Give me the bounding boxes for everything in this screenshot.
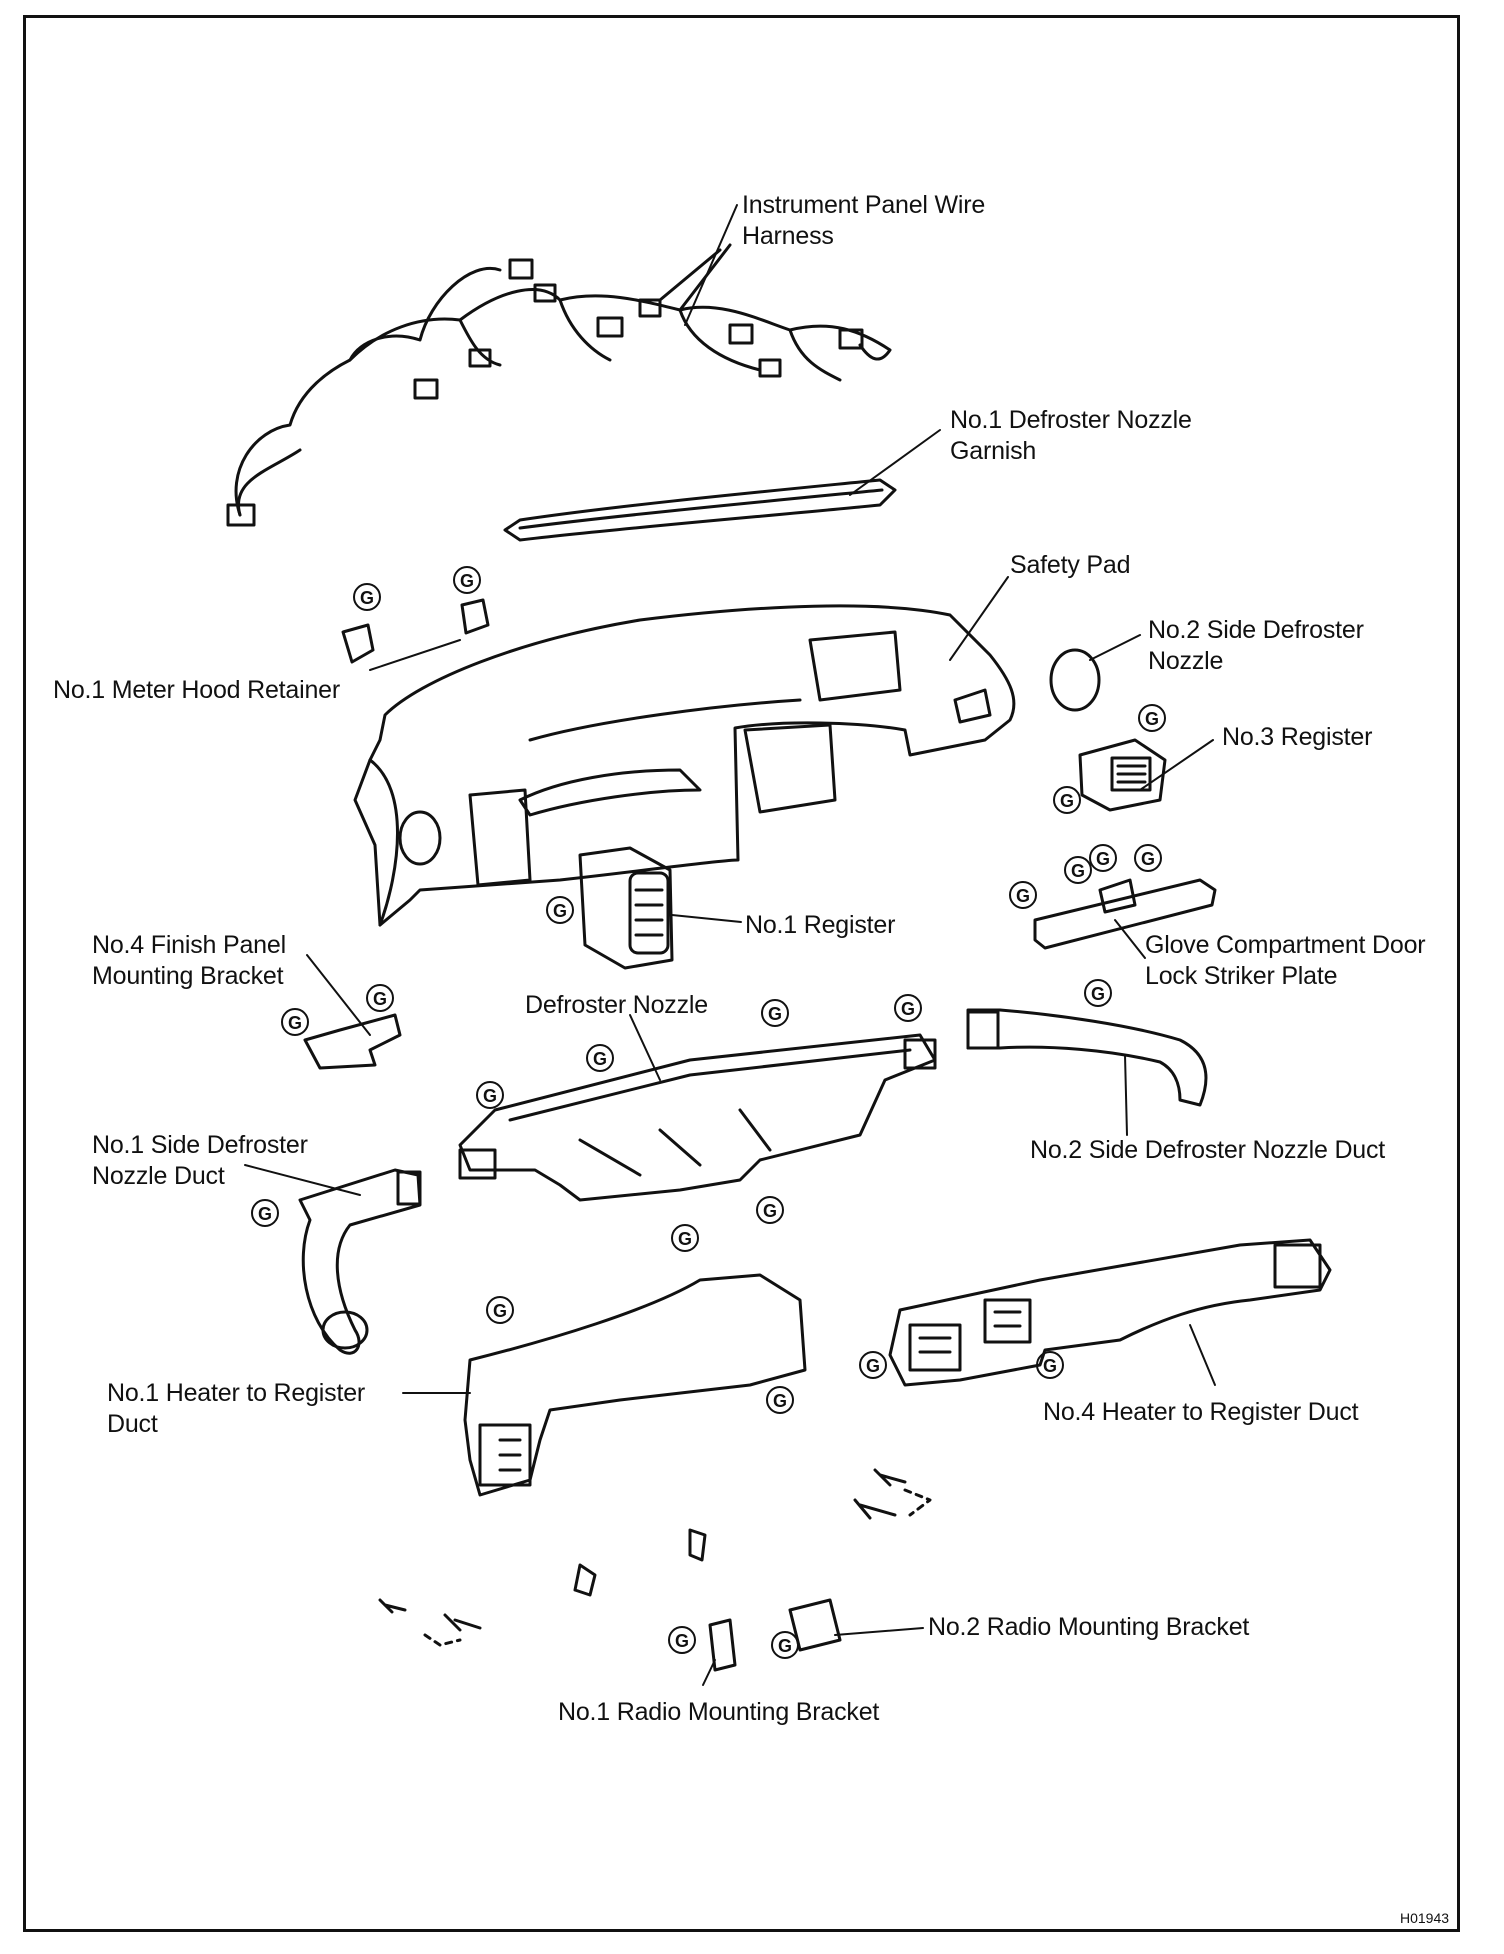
svg-text:G: G bbox=[593, 1049, 607, 1069]
no1-register-part bbox=[578, 846, 674, 970]
clip-g-icon: G bbox=[1084, 979, 1112, 1007]
clip-g-icon: G bbox=[894, 994, 922, 1022]
svg-text:G: G bbox=[493, 1301, 507, 1321]
svg-text:G: G bbox=[553, 901, 567, 921]
label-no3-register: No.3 Register bbox=[1222, 723, 1373, 751]
svg-text:G: G bbox=[1016, 886, 1030, 906]
label-instrument-panel-wire-harness: Instrument Panel Wire Harness bbox=[742, 191, 986, 250]
svg-text:G: G bbox=[901, 999, 915, 1019]
svg-text:G: G bbox=[1141, 849, 1155, 869]
label-no4-heater-duct: No.4 Heater to Register Duct bbox=[1043, 1398, 1359, 1426]
label-no1-heater-duct: No.1 Heater to Register Duct bbox=[107, 1379, 366, 1438]
clip-g-icon: G bbox=[1064, 856, 1092, 884]
meter-hood-retainer-part bbox=[341, 598, 490, 664]
clip-g-icon: G bbox=[1036, 1351, 1064, 1379]
label-no1-radio-bracket: No.1 Radio Mounting Bracket bbox=[558, 1698, 880, 1726]
clip-g-icon: G bbox=[476, 1081, 504, 1109]
safety-pad-part bbox=[353, 604, 1016, 927]
label-no1-meter-hood-retainer: No.1 Meter Hood Retainer bbox=[53, 676, 341, 704]
fasteners-part bbox=[378, 1468, 932, 1672]
svg-text:G: G bbox=[483, 1086, 497, 1106]
side-defroster-nozzle-part bbox=[1049, 648, 1101, 712]
clip-g-icon: G bbox=[586, 1044, 614, 1072]
label-no1-register: No.1 Register bbox=[745, 911, 896, 939]
clip-g-icon: G bbox=[756, 1196, 784, 1224]
label-no2-side-defroster-duct: No.2 Side Defroster Nozzle Duct bbox=[1030, 1136, 1386, 1164]
no2-side-defroster-duct-part bbox=[966, 1008, 1208, 1107]
leader-lines bbox=[244, 204, 1216, 1686]
wire-harness-part bbox=[226, 243, 892, 527]
label-glove-compartment-striker: Glove Compartment Door Lock Striker Plat… bbox=[1145, 931, 1426, 990]
svg-text:G: G bbox=[768, 1004, 782, 1024]
svg-text:G: G bbox=[1091, 984, 1105, 1004]
svg-text:G: G bbox=[778, 1636, 792, 1656]
clip-g-icon: G bbox=[1053, 786, 1081, 814]
clip-g-icon: G bbox=[486, 1296, 514, 1324]
clip-g-icon: G bbox=[546, 896, 574, 924]
svg-text:G: G bbox=[1096, 849, 1110, 869]
svg-text:G: G bbox=[1071, 861, 1085, 881]
clip-g-icon: G bbox=[1089, 844, 1117, 872]
defroster-garnish-part bbox=[503, 478, 897, 542]
svg-text:G: G bbox=[460, 571, 474, 591]
clip-g-icon: G bbox=[1138, 704, 1166, 732]
svg-text:G: G bbox=[288, 1013, 302, 1033]
clip-symbols: G G G G G G G G G G G G G G G G G G G G … bbox=[251, 566, 1166, 1659]
label-no4-finish-panel-bracket: No.4 Finish Panel Mounting Bracket bbox=[92, 931, 286, 990]
no1-heater-duct-part bbox=[463, 1273, 807, 1497]
clip-g-icon: G bbox=[859, 1351, 887, 1379]
finish-panel-bracket-part bbox=[303, 1013, 402, 1070]
svg-text:G: G bbox=[1145, 709, 1159, 729]
lock-striker-plate-part bbox=[1033, 878, 1217, 950]
no1-side-defroster-duct-part bbox=[298, 1168, 422, 1355]
svg-text:G: G bbox=[675, 1631, 689, 1651]
clip-g-icon: G bbox=[761, 999, 789, 1027]
svg-text:G: G bbox=[678, 1229, 692, 1249]
figure-id: H01943 bbox=[1400, 1910, 1450, 1926]
clip-g-icon: G bbox=[1009, 881, 1037, 909]
label-no2-side-defroster-nozzle: No.2 Side Defroster Nozzle bbox=[1148, 616, 1364, 675]
no4-heater-duct-part bbox=[888, 1238, 1332, 1387]
label-safety-pad: Safety Pad bbox=[1010, 551, 1131, 579]
clip-g-icon: G bbox=[668, 1626, 696, 1654]
svg-text:G: G bbox=[1060, 791, 1074, 811]
svg-text:G: G bbox=[763, 1201, 777, 1221]
diagram-frame bbox=[23, 15, 1460, 1932]
svg-text:G: G bbox=[373, 989, 387, 1009]
svg-text:G: G bbox=[1043, 1356, 1057, 1376]
clip-g-icon: G bbox=[766, 1386, 794, 1414]
defroster-nozzle-part bbox=[458, 1033, 937, 1202]
clip-g-icon: G bbox=[1134, 844, 1162, 872]
svg-text:G: G bbox=[773, 1391, 787, 1411]
clip-g-icon: G bbox=[251, 1199, 279, 1227]
label-no2-radio-bracket: No.2 Radio Mounting Bracket bbox=[928, 1613, 1250, 1641]
no3-register-part bbox=[1078, 738, 1167, 812]
label-defroster-nozzle: Defroster Nozzle bbox=[525, 991, 708, 1019]
svg-text:G: G bbox=[258, 1204, 272, 1224]
clip-g-icon: G bbox=[353, 583, 381, 611]
clip-g-icon: G bbox=[453, 566, 481, 594]
clip-g-icon: G bbox=[366, 984, 394, 1012]
clip-g-icon: G bbox=[671, 1224, 699, 1252]
svg-text:G: G bbox=[866, 1356, 880, 1376]
label-no1-side-defroster-duct: No.1 Side Defroster Nozzle Duct bbox=[92, 1131, 308, 1190]
clip-g-icon: G bbox=[281, 1008, 309, 1036]
label-no1-defroster-nozzle-garnish: No.1 Defroster Nozzle Garnish bbox=[950, 406, 1192, 465]
clip-g-icon: G bbox=[771, 1631, 799, 1659]
svg-text:G: G bbox=[360, 588, 374, 608]
